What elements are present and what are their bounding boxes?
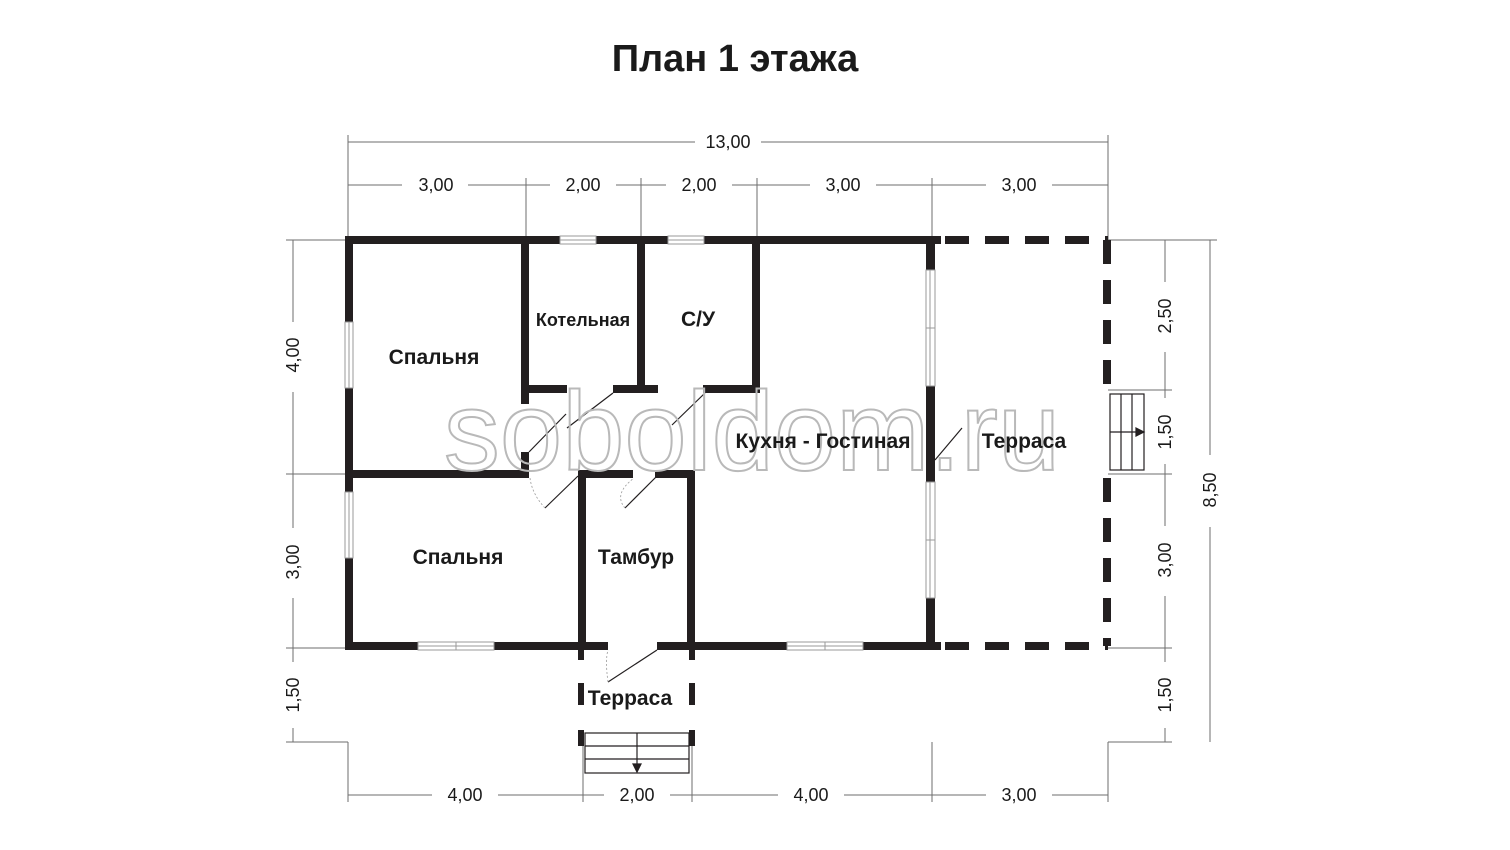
room-bedroom-bottom: Спальня — [413, 546, 504, 569]
dim-right-total: 8,50 — [1200, 472, 1220, 507]
door-swing-arcs — [529, 477, 635, 683]
door-entrance — [607, 649, 658, 683]
stairs-side — [1109, 393, 1146, 471]
dim-left-1: 4,00 — [283, 337, 303, 372]
room-terrace-front: Терраса — [588, 687, 673, 710]
room-vestibule: Тамбур — [598, 546, 674, 569]
dim-top-1: 3,00 — [418, 175, 453, 195]
door-bedroom-top — [528, 413, 567, 453]
dim-top-4: 3,00 — [825, 175, 860, 195]
side-terrace-outline — [945, 236, 1111, 650]
windows — [344, 235, 936, 651]
door-vestibule-inner — [624, 475, 658, 509]
dim-bottom-2: 2,00 — [619, 785, 654, 805]
dim-bottom-1: 4,00 — [447, 785, 482, 805]
door-kitchen-terrace — [934, 427, 963, 461]
doors — [528, 392, 963, 683]
dim-bottom-4: 3,00 — [1001, 785, 1036, 805]
room-labels: Спальня Котельная С/У Кухня - Гостиная Т… — [389, 308, 1067, 710]
dim-top-total: 13,00 — [705, 132, 750, 152]
dim-right-3: 3,00 — [1155, 542, 1175, 577]
room-terrace-side: Терраса — [982, 430, 1067, 453]
door-bedroom-bottom — [544, 475, 579, 509]
page-title: План 1 этажа — [611, 38, 859, 80]
dimension-labels: 13,00 3,00 2,00 2,00 3,00 3,00 4,00 3,00… — [282, 131, 1221, 807]
stairs-front — [584, 732, 690, 774]
dim-left-3: 1,50 — [283, 677, 303, 712]
dim-right-4: 1,50 — [1155, 677, 1175, 712]
dim-top-5: 3,00 — [1001, 175, 1036, 195]
door-boiler-leaf — [566, 392, 614, 429]
dim-right-1: 2,50 — [1155, 298, 1175, 333]
dim-right-2: 1,50 — [1155, 414, 1175, 449]
dim-top-3: 2,00 — [681, 175, 716, 195]
door-bathroom-leaf — [671, 392, 706, 426]
room-kitchen-living: Кухня - Гостиная — [736, 430, 911, 453]
watermark: soboldom.ru — [444, 369, 1060, 494]
dim-left-2: 3,00 — [283, 544, 303, 579]
dim-bottom-3: 4,00 — [793, 785, 828, 805]
dim-top-2: 2,00 — [565, 175, 600, 195]
room-bedroom-top: Спальня — [389, 346, 480, 369]
room-bathroom: С/У — [681, 308, 716, 331]
room-boiler: Котельная — [536, 310, 630, 330]
